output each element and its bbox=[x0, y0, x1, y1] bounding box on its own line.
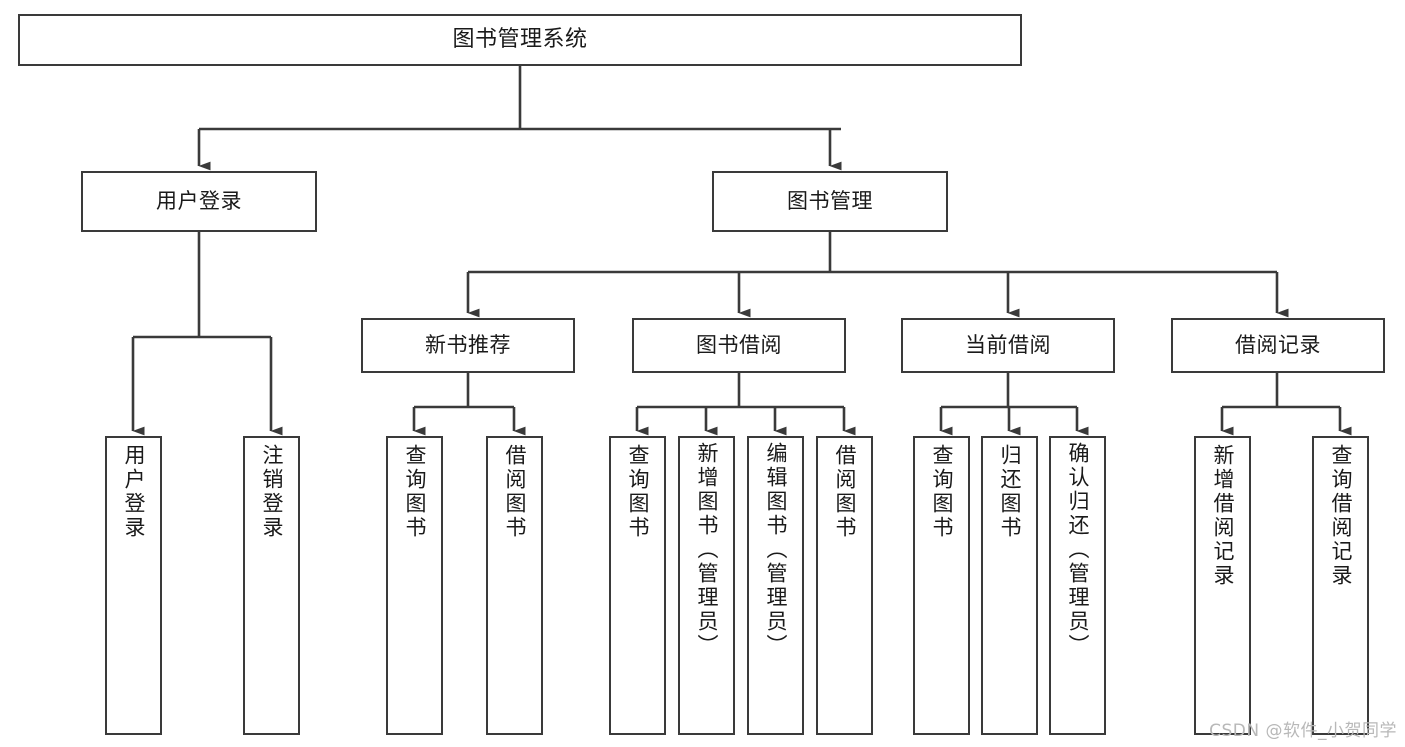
leaf-newbook-borrow-book[interactable]: 借阅图书 bbox=[486, 436, 543, 735]
leaf-current-return-book-label: 归还图书 bbox=[998, 444, 1022, 540]
leaf-user-login-login-label: 用户登录 bbox=[122, 444, 146, 540]
leaf-user-login-logout-label: 注销登录 bbox=[260, 444, 284, 540]
node-borrow-record-label: 借阅记录 bbox=[1235, 332, 1321, 357]
leaf-record-add-record[interactable]: 新增借阅记录 bbox=[1194, 436, 1251, 735]
leaf-current-return-book[interactable]: 归还图书 bbox=[981, 436, 1038, 735]
leaf-record-add-record-label: 新增借阅记录 bbox=[1211, 444, 1235, 588]
node-book-borrow-label: 图书借阅 bbox=[696, 332, 782, 357]
node-root-system[interactable]: 图书管理系统 bbox=[18, 14, 1022, 66]
node-new-book-recommend[interactable]: 新书推荐 bbox=[361, 318, 575, 373]
node-user-login[interactable]: 用户登录 bbox=[81, 171, 317, 232]
leaf-record-query-record-label: 查询借阅记录 bbox=[1329, 444, 1353, 588]
leaf-user-login-logout[interactable]: 注销登录 bbox=[243, 436, 300, 735]
leaf-current-query-book[interactable]: 查询图书 bbox=[913, 436, 970, 735]
leaf-borrow-borrow-book-label: 借阅图书 bbox=[833, 444, 857, 540]
leaf-current-confirm-return-admin[interactable]: 确认归还（管理员） bbox=[1049, 436, 1106, 735]
leaf-borrow-add-book-admin-label: 新增图书（管理员） bbox=[695, 442, 719, 658]
leaf-current-query-book-label: 查询图书 bbox=[930, 444, 954, 540]
node-root-system-label: 图书管理系统 bbox=[452, 26, 588, 52]
leaf-record-query-record[interactable]: 查询借阅记录 bbox=[1312, 436, 1369, 735]
leaf-borrow-add-book-admin[interactable]: 新增图书（管理员） bbox=[678, 436, 735, 735]
node-borrow-record[interactable]: 借阅记录 bbox=[1171, 318, 1385, 373]
node-user-login-label: 用户登录 bbox=[156, 188, 242, 213]
leaf-user-login-login[interactable]: 用户登录 bbox=[105, 436, 162, 735]
node-current-borrow[interactable]: 当前借阅 bbox=[901, 318, 1115, 373]
node-book-management[interactable]: 图书管理 bbox=[712, 171, 948, 232]
leaf-borrow-edit-book-admin-label: 编辑图书（管理员） bbox=[764, 442, 788, 658]
leaf-borrow-query-book[interactable]: 查询图书 bbox=[609, 436, 666, 735]
leaf-newbook-borrow-book-label: 借阅图书 bbox=[503, 444, 527, 540]
leaf-newbook-query-book-label: 查询图书 bbox=[403, 444, 427, 540]
leaf-borrow-query-book-label: 查询图书 bbox=[626, 444, 650, 540]
leaf-current-confirm-return-admin-label: 确认归还（管理员） bbox=[1066, 442, 1090, 658]
leaf-borrow-edit-book-admin[interactable]: 编辑图书（管理员） bbox=[747, 436, 804, 735]
csdn-watermark: CSDN @软件_小贺同学 bbox=[1209, 721, 1397, 741]
node-book-management-label: 图书管理 bbox=[787, 188, 873, 213]
node-book-borrow[interactable]: 图书借阅 bbox=[632, 318, 846, 373]
leaf-borrow-borrow-book[interactable]: 借阅图书 bbox=[816, 436, 873, 735]
node-current-borrow-label: 当前借阅 bbox=[965, 332, 1051, 357]
node-new-book-recommend-label: 新书推荐 bbox=[425, 332, 511, 357]
leaf-newbook-query-book[interactable]: 查询图书 bbox=[386, 436, 443, 735]
